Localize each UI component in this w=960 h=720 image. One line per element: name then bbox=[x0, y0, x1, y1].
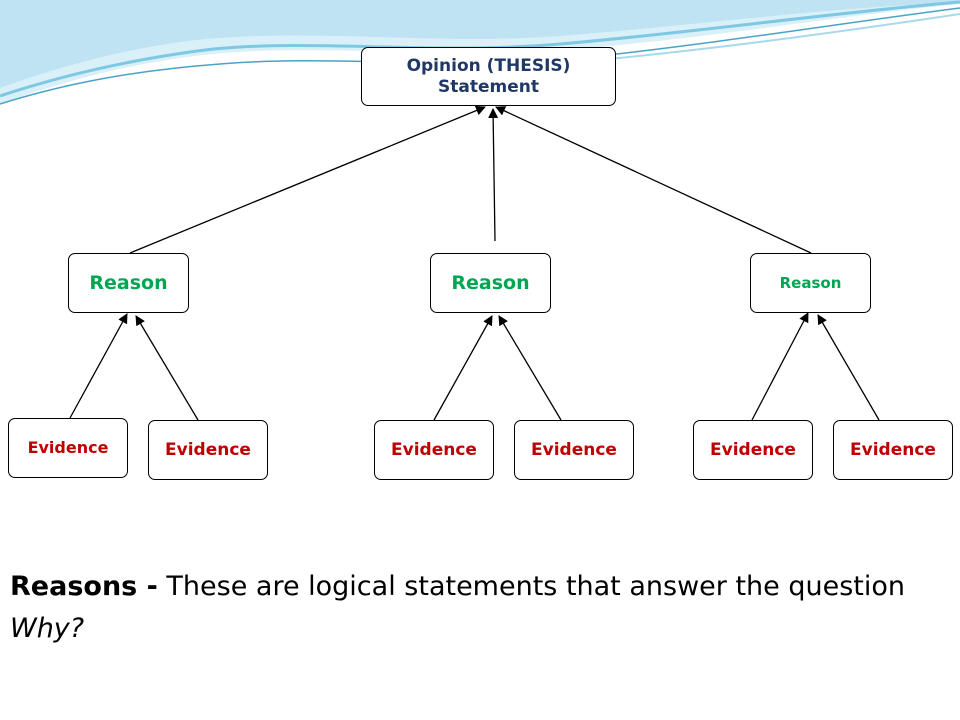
reason-box-2: Reason bbox=[430, 253, 551, 313]
evidence-box-5: Evidence bbox=[693, 420, 813, 480]
arrow-evidence6-to-reason3 bbox=[817, 314, 880, 421]
evidence-box-3: Evidence bbox=[374, 420, 494, 480]
arrow-reason3-to-thesis bbox=[495, 106, 812, 254]
arrow-evidence1-to-reason1 bbox=[69, 313, 128, 419]
thesis-line-2: Statement bbox=[438, 76, 539, 97]
arrow-evidence4-to-reason2 bbox=[498, 315, 562, 421]
arrow-evidence2-to-reason1 bbox=[135, 315, 199, 421]
reason-box-3: Reason bbox=[750, 253, 871, 313]
caption-emphasis: Why? bbox=[10, 613, 85, 644]
evidence-box-6: Evidence bbox=[833, 420, 953, 480]
arrow-reason2-to-thesis bbox=[488, 108, 499, 242]
arrow-reason1-to-thesis bbox=[129, 105, 486, 254]
arrow-evidence3-to-reason2 bbox=[433, 315, 493, 421]
evidence-box-1: Evidence bbox=[8, 418, 128, 478]
reason-box-1: Reason bbox=[68, 253, 189, 313]
evidence-box-2: Evidence bbox=[148, 420, 268, 480]
caption: Reasons - These are logical statements t… bbox=[10, 566, 940, 650]
caption-term: Reasons - bbox=[10, 571, 158, 602]
evidence-box-4: Evidence bbox=[514, 420, 634, 480]
caption-text: These are logical statements that answer… bbox=[157, 571, 905, 602]
thesis-line-1: Opinion (THESIS) bbox=[406, 56, 571, 77]
arrow-evidence5-to-reason3 bbox=[751, 312, 809, 421]
thesis-box: Opinion (THESIS) Statement bbox=[361, 47, 616, 106]
